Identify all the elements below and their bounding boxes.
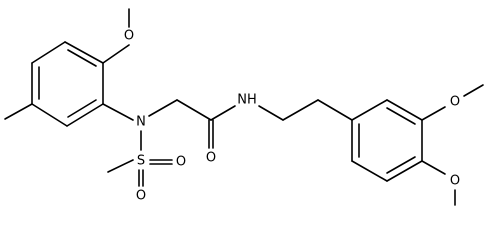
atom-o-carbonyl: O: [206, 151, 216, 166]
ethylene-ring-bond: [317, 99, 353, 121]
ring-n-bond: [102, 103, 134, 121]
ethylene-bond: [282, 99, 319, 121]
atom-nh-amide: NH: [237, 93, 257, 108]
s-methyl-bond: [107, 159, 134, 173]
methyl-bond: [4, 103, 33, 120]
atom-s-sulfonyl: S: [137, 154, 145, 169]
methoxy-ring-bond: [102, 44, 130, 64]
methoxy-lower-ring-bond: [421, 160, 446, 175]
n-ch2-bond: [148, 99, 178, 117]
atom-n-sulfonamide: N: [136, 115, 146, 130]
methoxy-upper-ring-bond: [421, 106, 446, 121]
atom-o-sulfonyl-bottom: O: [136, 189, 146, 204]
carbonyl-nh-bond: [210, 105, 236, 121]
atom-o-methoxy-ring-upper: O: [450, 95, 460, 110]
left-benzene-ring: [31, 41, 104, 127]
right-benzene-ring: [351, 99, 423, 182]
ch2-carbonyl-bond: [176, 99, 212, 121]
atom-o-methoxy-top: O: [124, 29, 134, 44]
nh-ch2-bond: [258, 105, 284, 121]
methoxy-upper-methyl-bond: [463, 84, 484, 97]
structural-formula: O N S O O O NH O O: [4, 8, 484, 206]
atom-o-methoxy-ring-lower: O: [450, 174, 460, 189]
atom-o-sulfonyl-left: O: [176, 155, 186, 170]
